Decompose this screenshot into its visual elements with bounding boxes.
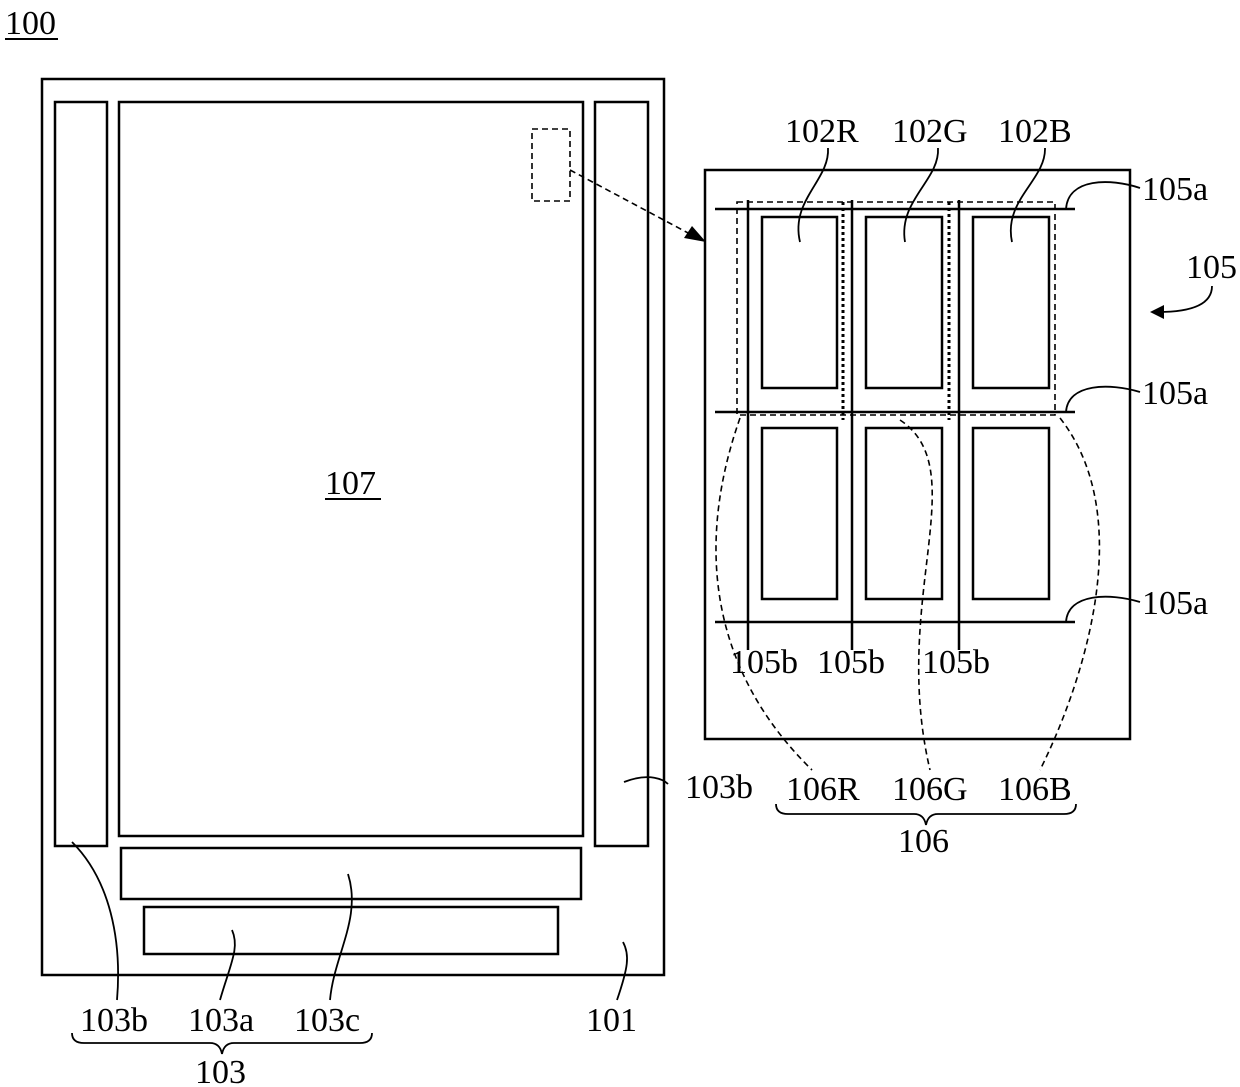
label-103c: 103c (294, 1002, 360, 1039)
subpixel-bottom-2 (866, 428, 942, 599)
subpixel-102R (762, 217, 837, 388)
label-105: 105 (1186, 249, 1237, 286)
leader-101 (617, 942, 627, 1000)
figure-number: 100 (5, 5, 56, 42)
leader-105 (1158, 286, 1212, 312)
detail-arrow-line (570, 170, 690, 234)
leader-103b-right (624, 777, 668, 784)
label-105a-2: 105a (1142, 375, 1208, 412)
side-circuit-left (55, 102, 107, 846)
leader-103b-left (72, 842, 118, 1000)
side-circuit-right (595, 102, 648, 846)
label-102R: 102R (785, 113, 859, 150)
leader-103c (330, 874, 352, 1000)
leader-102R (798, 148, 828, 242)
arrowhead-105 (1150, 305, 1164, 319)
label-106: 106 (898, 823, 949, 860)
label-103: 103 (195, 1054, 246, 1087)
leader-102B (1011, 148, 1045, 242)
label-103a: 103a (188, 1002, 254, 1039)
substrate-101 (42, 79, 664, 975)
label-105b-3: 105b (922, 644, 990, 681)
label-106R: 106R (786, 771, 860, 808)
leader-106G (900, 420, 932, 770)
label-105a-1: 105a (1142, 171, 1208, 208)
subpixel-102G (866, 217, 942, 388)
label-106B: 106B (998, 771, 1072, 808)
pixel-dashed-outline (737, 202, 1055, 415)
label-102B: 102B (998, 113, 1072, 150)
leader-102G (904, 148, 938, 242)
detail-marker (532, 129, 570, 201)
label-101: 101 (586, 1002, 637, 1039)
label-102G: 102G (892, 113, 968, 150)
subpixel-102B (973, 217, 1049, 388)
label-103b-right: 103b (685, 769, 753, 806)
leader-106R (716, 418, 812, 770)
label-106G: 106G (892, 771, 968, 808)
subpixel-bottom-3 (973, 428, 1049, 599)
leader-103a (220, 930, 235, 1000)
active-area-label: 107 (325, 465, 376, 502)
label-105b-2: 105b (817, 644, 885, 681)
label-105a-3: 105a (1142, 585, 1208, 622)
label-105b-1: 105b (730, 644, 798, 681)
subpixel-bottom-1 (762, 428, 837, 599)
detail-arrowhead (684, 226, 706, 242)
label-103b-left: 103b (80, 1002, 148, 1039)
